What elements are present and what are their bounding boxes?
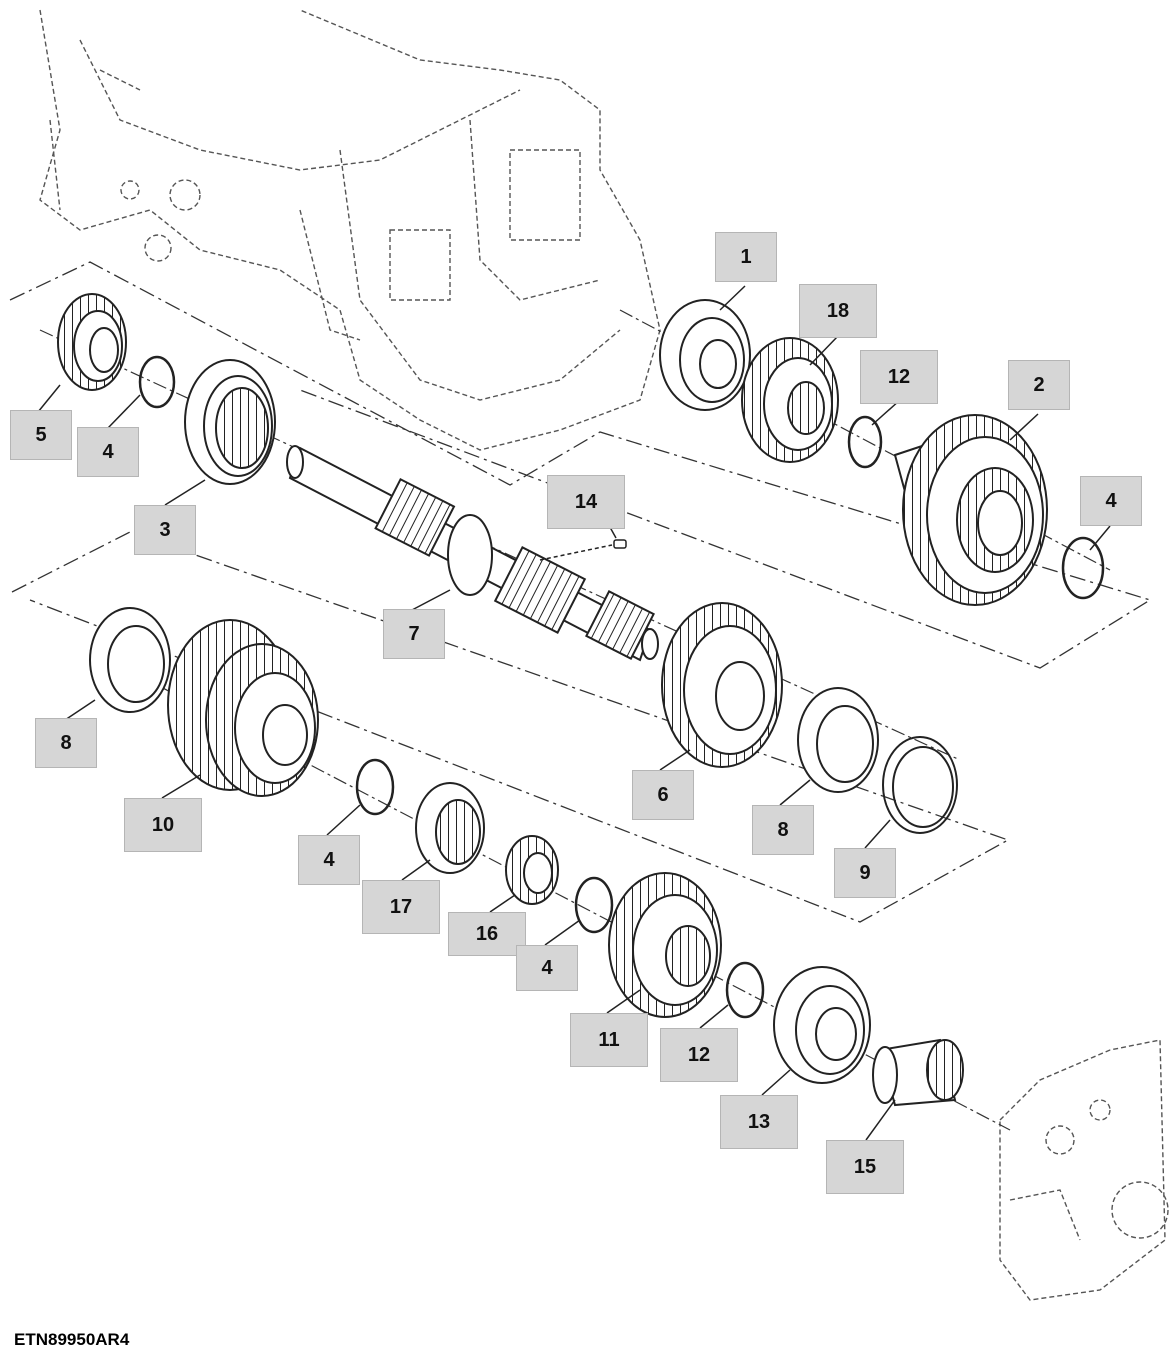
part-17-coupler: [415, 782, 485, 874]
part-10-cluster-gear: [167, 619, 319, 797]
callout-7: 7: [383, 609, 445, 659]
part-12-snap-ring-a: [847, 415, 883, 469]
part-7-main-shaft: [286, 445, 659, 662]
part-5-spline-gear: [57, 293, 127, 391]
part-3-coupler: [184, 359, 276, 485]
callout-18: 18: [799, 284, 877, 338]
callout-1: 1: [715, 232, 777, 282]
callout-9: 9: [834, 848, 896, 898]
part-9-shim: [882, 736, 958, 834]
part-18-gear: [741, 337, 839, 463]
part-4-snap-ring-a: [138, 355, 176, 409]
callout-14: 14: [547, 475, 625, 529]
callout-5: 5: [10, 410, 72, 460]
part-11-gear: [608, 872, 722, 1018]
end-cover-outline: [999, 1039, 1169, 1301]
callout-12-lower: 12: [660, 1028, 738, 1082]
callout-6: 6: [632, 770, 694, 820]
group-boundary-lines: [9, 261, 1152, 923]
part-8-bearing-cup-a: [89, 607, 171, 713]
callout-2: 2: [1008, 360, 1070, 410]
callout-4-lower-left: 4: [298, 835, 360, 885]
callout-3: 3: [134, 505, 196, 555]
part-15-needle-bearing: [872, 1038, 964, 1107]
callout-17: 17: [362, 880, 440, 934]
callout-15: 15: [826, 1140, 904, 1194]
callout-8-left: 8: [35, 718, 97, 768]
callout-4-upper-left: 4: [77, 427, 139, 477]
transmission-housing-outline: [39, 9, 661, 451]
part-8-bearing-cup-b: [797, 687, 879, 793]
part-12-snap-ring-b: [725, 961, 765, 1019]
part-4-snap-ring-d: [574, 876, 614, 934]
callout-8-right: 8: [752, 805, 814, 855]
callout-10: 10: [124, 798, 202, 852]
part-4-snap-ring-c: [355, 758, 395, 816]
callout-12-upper: 12: [860, 350, 938, 404]
part-14-pin: [539, 539, 627, 561]
callout-13: 13: [720, 1095, 798, 1149]
figure-id-label: ETN89950AR4: [14, 1330, 130, 1349]
callout-16: 16: [448, 912, 526, 956]
part-13-bearing: [773, 966, 871, 1084]
part-1-bearing: [659, 299, 751, 411]
callout-4-right: 4: [1080, 476, 1142, 526]
callout-11: 11: [570, 1013, 648, 1067]
part-6-gear: [661, 602, 783, 768]
callout-4-lower: 4: [516, 945, 578, 991]
part-2-large-gear: [893, 414, 1048, 606]
part-16-hub: [505, 835, 559, 905]
part-4-snap-ring-b: [1061, 536, 1105, 600]
